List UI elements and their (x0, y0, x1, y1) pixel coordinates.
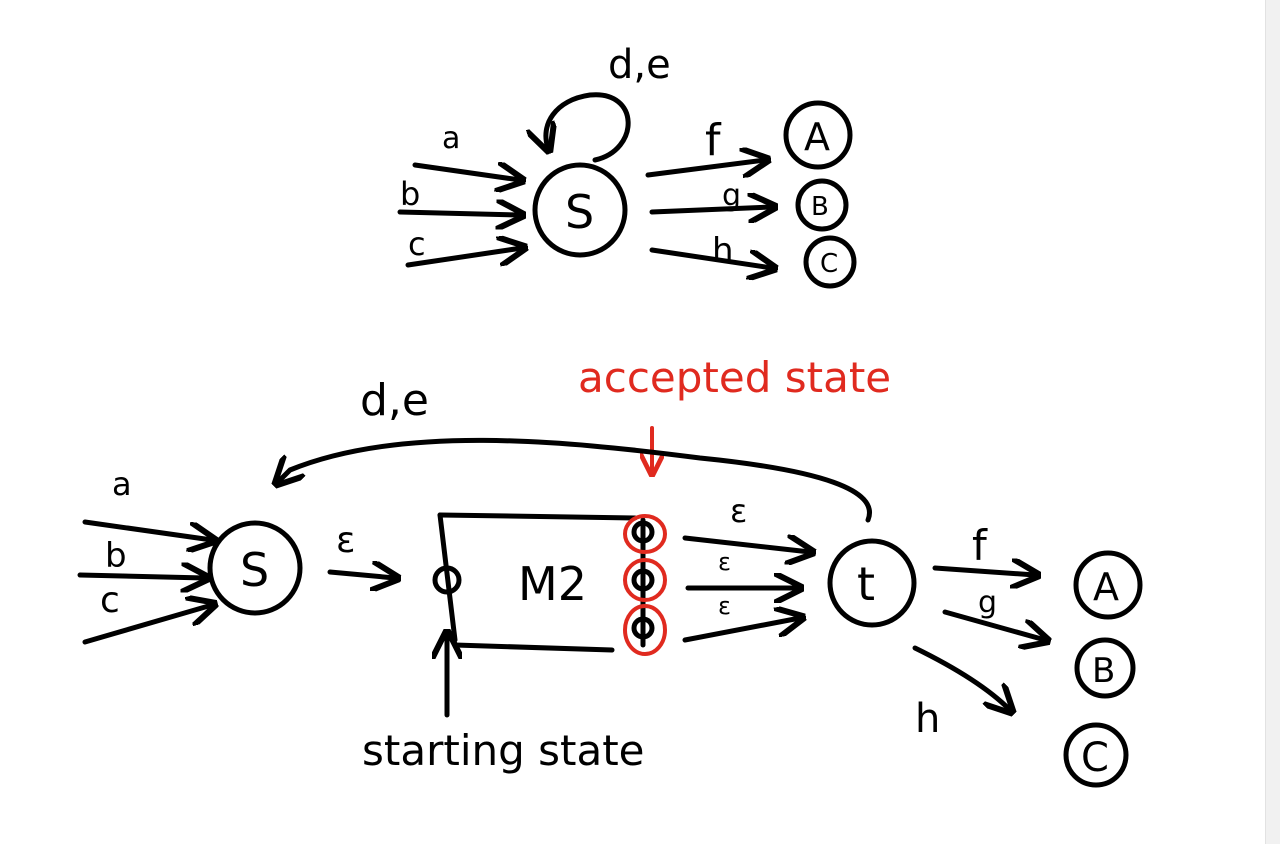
top-input-label-a: a (442, 121, 460, 156)
loop-back-label: d,e (360, 375, 429, 426)
top-target-c (803, 235, 857, 289)
bottom-target-c (1063, 722, 1129, 788)
accept-highlight-3 (623, 604, 667, 656)
epsilon-in-arrow (327, 572, 395, 578)
accept-states (623, 514, 667, 656)
bottom-input-label-c: c (100, 580, 120, 621)
bottom-output-label-h: h (915, 696, 940, 742)
accept-epsilon-arrow-3 (682, 618, 800, 643)
top-target-a (783, 100, 853, 170)
bottom-output-arrow-f (932, 568, 1035, 575)
accept-highlight-1 (623, 514, 667, 554)
accept-epsilon-label-1: ε (730, 492, 747, 530)
bottom-output-label-g: g (978, 585, 997, 620)
top-input-label-b: b (400, 175, 420, 213)
machine-m2-label: M2 (518, 557, 587, 611)
accept-state-3 (631, 616, 655, 640)
bottom-target-b (1074, 637, 1136, 699)
accept-epsilon-arrow-1 (682, 538, 810, 552)
top-state-s (532, 162, 628, 258)
accept-epsilon-label-2: ε (718, 548, 731, 576)
accepted-state-annotation: accepted state (578, 353, 891, 402)
top-target-c-label: C (820, 249, 838, 279)
bottom-target-b-label: B (1092, 651, 1115, 691)
top-output-label-g: g (722, 178, 741, 213)
accept-state-2 (631, 568, 655, 592)
bottom-input-arrow-a (82, 519, 212, 540)
bottom-output-arrow-g (942, 609, 1045, 640)
bottom-diagram: accepted state d,e a b c S ε M2 (77, 353, 1143, 788)
bottom-target-c-label: C (1081, 735, 1109, 781)
bottom-state-t-label: t (857, 557, 875, 611)
top-input-arrow-b (397, 212, 520, 215)
accept-highlight-2 (623, 558, 667, 602)
top-state-s-label: S (565, 185, 594, 239)
top-input-arrow-c (405, 248, 522, 268)
loop-back-arc (278, 437, 872, 523)
accept-state-1 (631, 520, 655, 544)
accept-epsilon-label-3: ε (718, 592, 731, 620)
bottom-target-a (1073, 550, 1143, 620)
bottom-input-arrow-c (82, 605, 212, 645)
top-output-label-f: f (705, 115, 722, 166)
bottom-target-a-label: A (1093, 565, 1119, 609)
bottom-input-arrow-b (77, 575, 205, 578)
top-output-arrow-f (645, 160, 765, 175)
bottom-state-s (207, 520, 303, 616)
top-output-arrow-g (649, 207, 772, 212)
top-self-loop (546, 92, 631, 163)
bottom-state-t (827, 538, 917, 628)
top-output-arrow-h (649, 247, 772, 268)
top-input-arrow-a (412, 165, 520, 180)
top-diagram: d,e a b c S f g h A B C (397, 42, 857, 289)
top-target-b (795, 178, 849, 232)
bottom-state-s-label: S (240, 543, 269, 597)
bottom-output-arrow-h (912, 645, 1010, 710)
top-target-a-label: A (804, 115, 830, 159)
starting-state-annotation: starting state (362, 726, 645, 775)
bottom-input-label-b: b (105, 536, 127, 576)
bottom-output-label-f: f (972, 521, 988, 570)
epsilon-in-label: ε (336, 520, 355, 561)
machine-start-node (432, 565, 462, 595)
scrollbar[interactable] (1265, 0, 1280, 844)
top-output-label-h: h (712, 231, 734, 271)
top-input-label-c: c (408, 225, 426, 263)
top-target-b-label: B (811, 192, 829, 222)
top-self-loop-label: d,e (608, 42, 671, 88)
bottom-input-label-a: a (112, 465, 132, 503)
